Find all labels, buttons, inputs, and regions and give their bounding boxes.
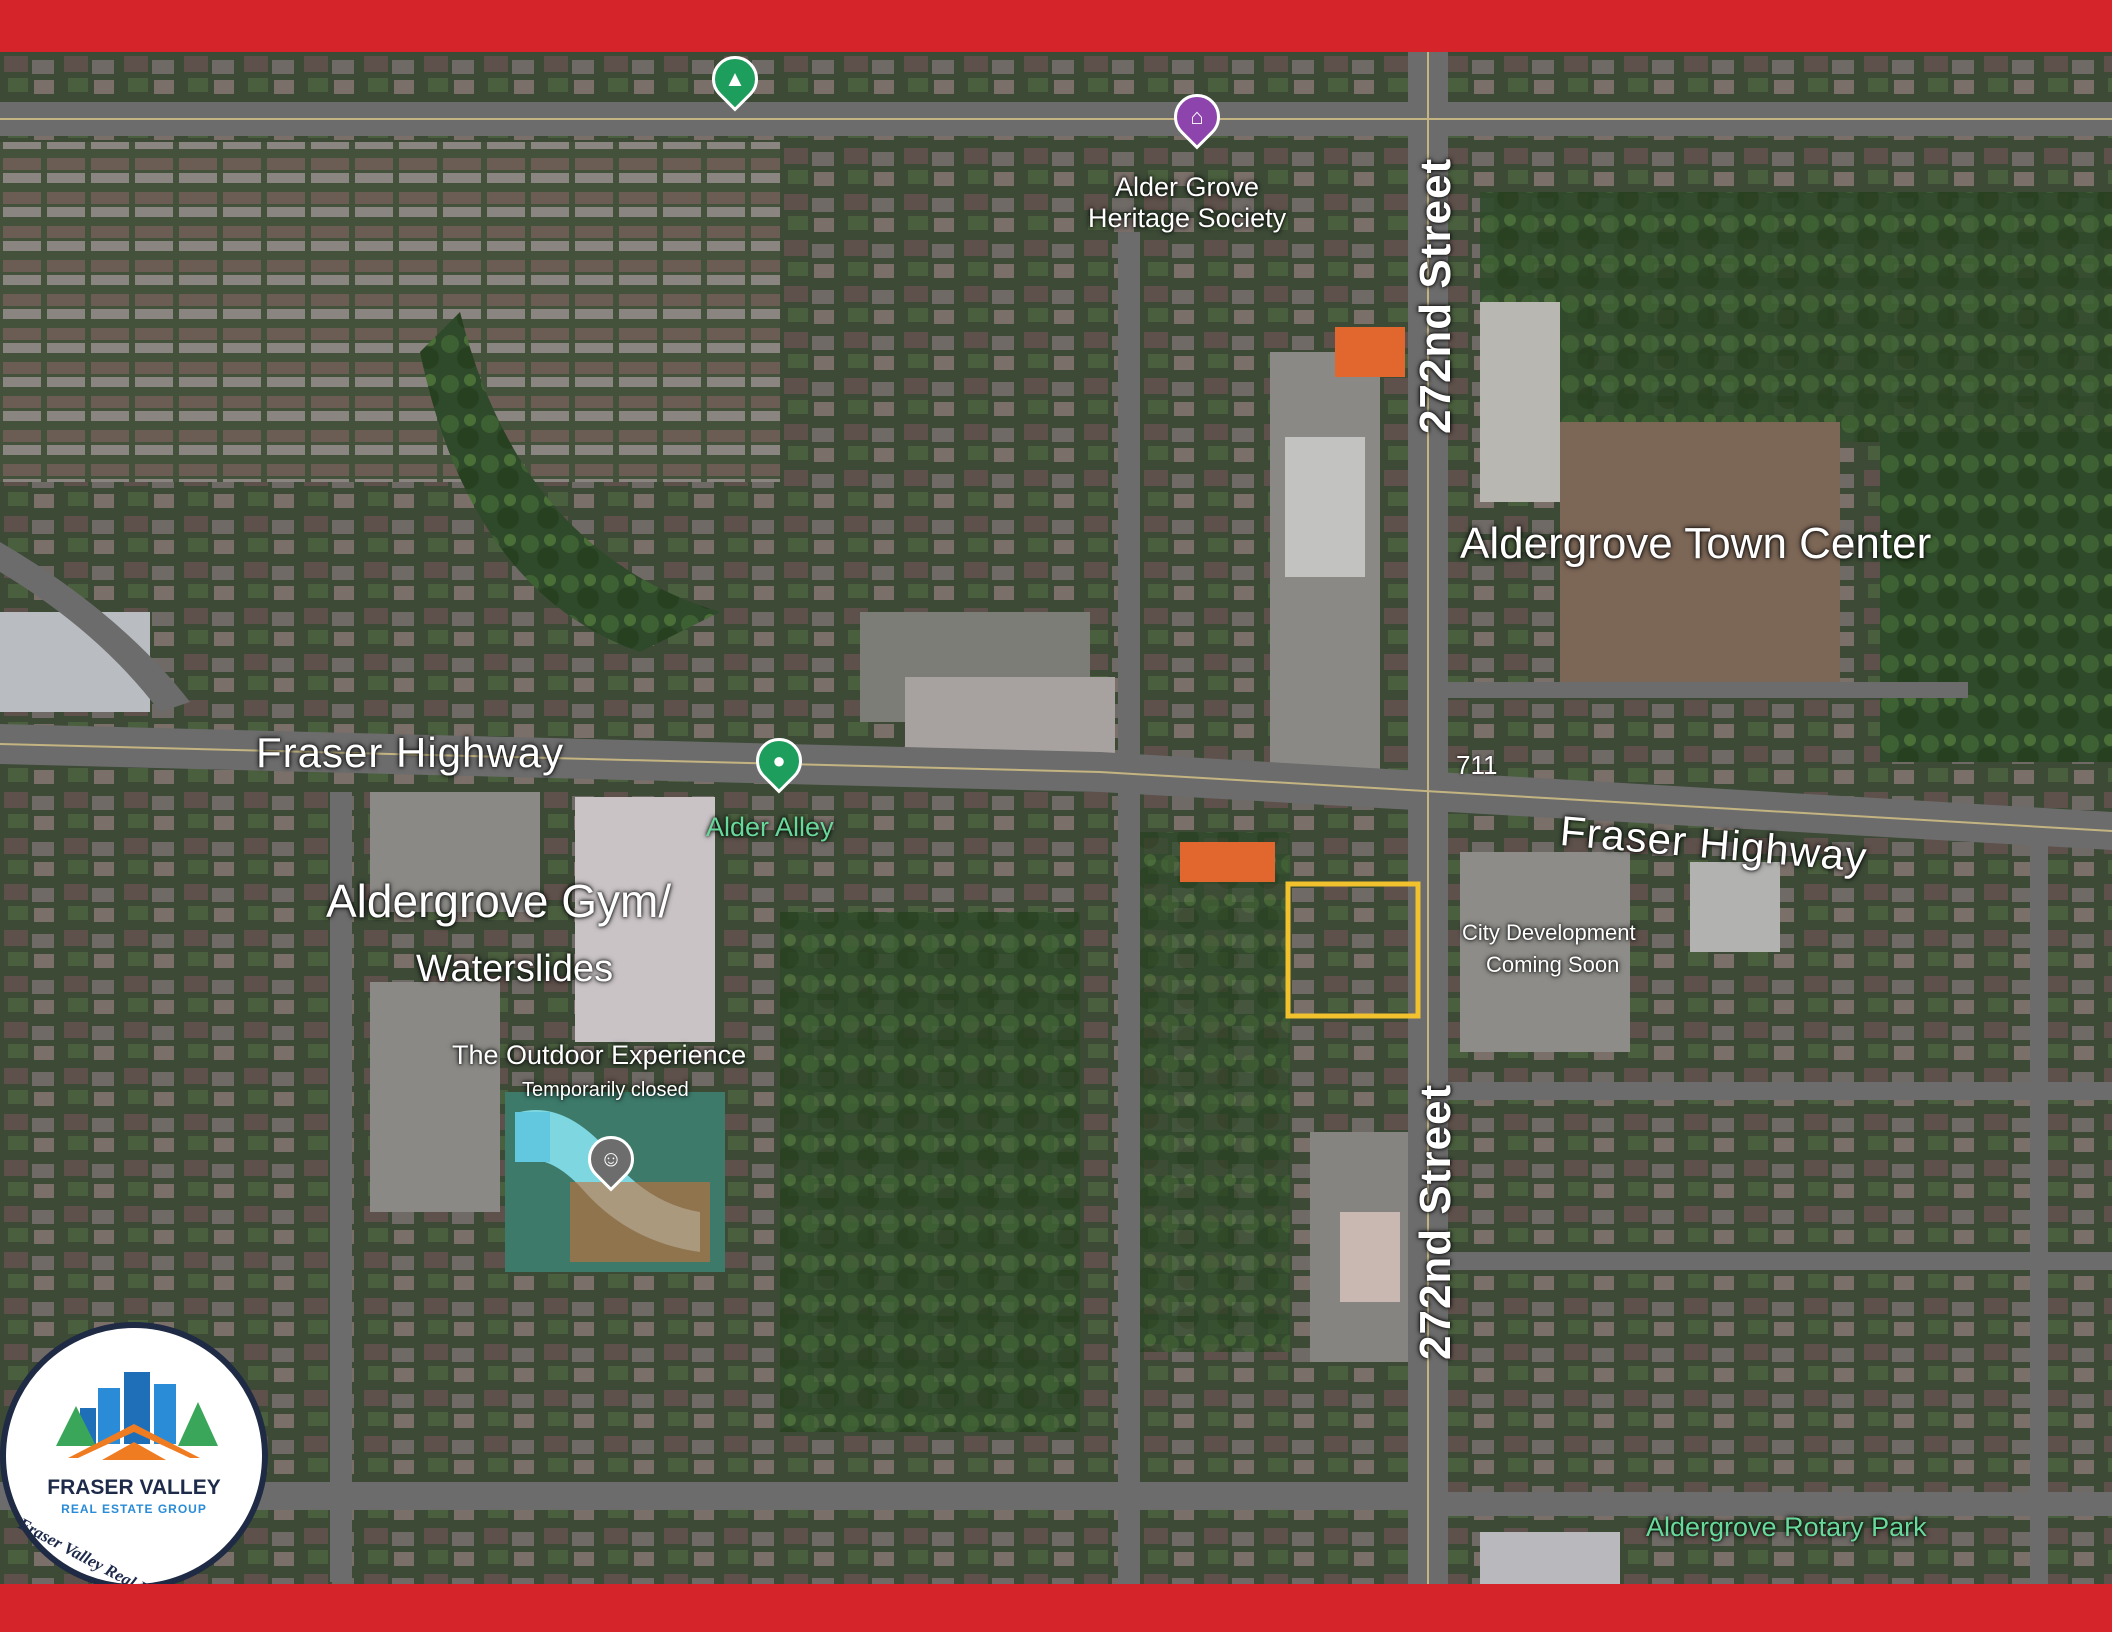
outdoor-experience-label: The Outdoor Experience — [452, 1040, 747, 1070]
satellite-map[interactable] — [0, 52, 2112, 1584]
seven-eleven-label: 711 — [1456, 750, 1498, 780]
heritage-society-label: Alder Grove Heritage Society — [1088, 172, 1287, 234]
museum-icon: ⌂ — [1190, 104, 1204, 129]
fraser-valley-logo: FRASER VALLEY REAL ESTATE GROUP Fraser V… — [0, 1322, 268, 1630]
city-development-label-line1: City Development — [1462, 920, 1636, 945]
rotary-park-label: Aldergrove Rotary Park — [1646, 1512, 1927, 1542]
gym-label: Aldergrove Gym/ — [326, 875, 672, 927]
map-imagery — [0, 52, 2112, 1584]
logo-subtitle: REAL ESTATE GROUP — [61, 1502, 207, 1516]
temporarily-closed-label: Temporarily closed — [522, 1079, 689, 1101]
town-center-label: Aldergrove Town Center — [1460, 519, 1932, 568]
waterslides-label: Waterslides — [416, 948, 614, 990]
place-pin-icon: ● — [772, 748, 786, 773]
tree-icon: ▲ — [724, 66, 746, 91]
highlighted-property-box — [1285, 881, 1421, 1019]
logo-title: FRASER VALLEY — [47, 1476, 221, 1499]
logo-skyline-icon — [56, 1372, 218, 1460]
fraser-highway-west-label: Fraser Highway — [256, 729, 565, 776]
alder-alley-label: Alder Alley — [706, 812, 834, 842]
top-frame-band — [0, 0, 2112, 52]
street-272-north-label: 272nd Street — [1411, 157, 1460, 434]
amusement-icon: ☺ — [599, 1146, 623, 1171]
street-272-south-label: 272nd Street — [1411, 1083, 1460, 1360]
bottom-frame-band — [0, 1584, 2112, 1632]
city-development-label-line2: Coming Soon — [1486, 952, 1620, 977]
